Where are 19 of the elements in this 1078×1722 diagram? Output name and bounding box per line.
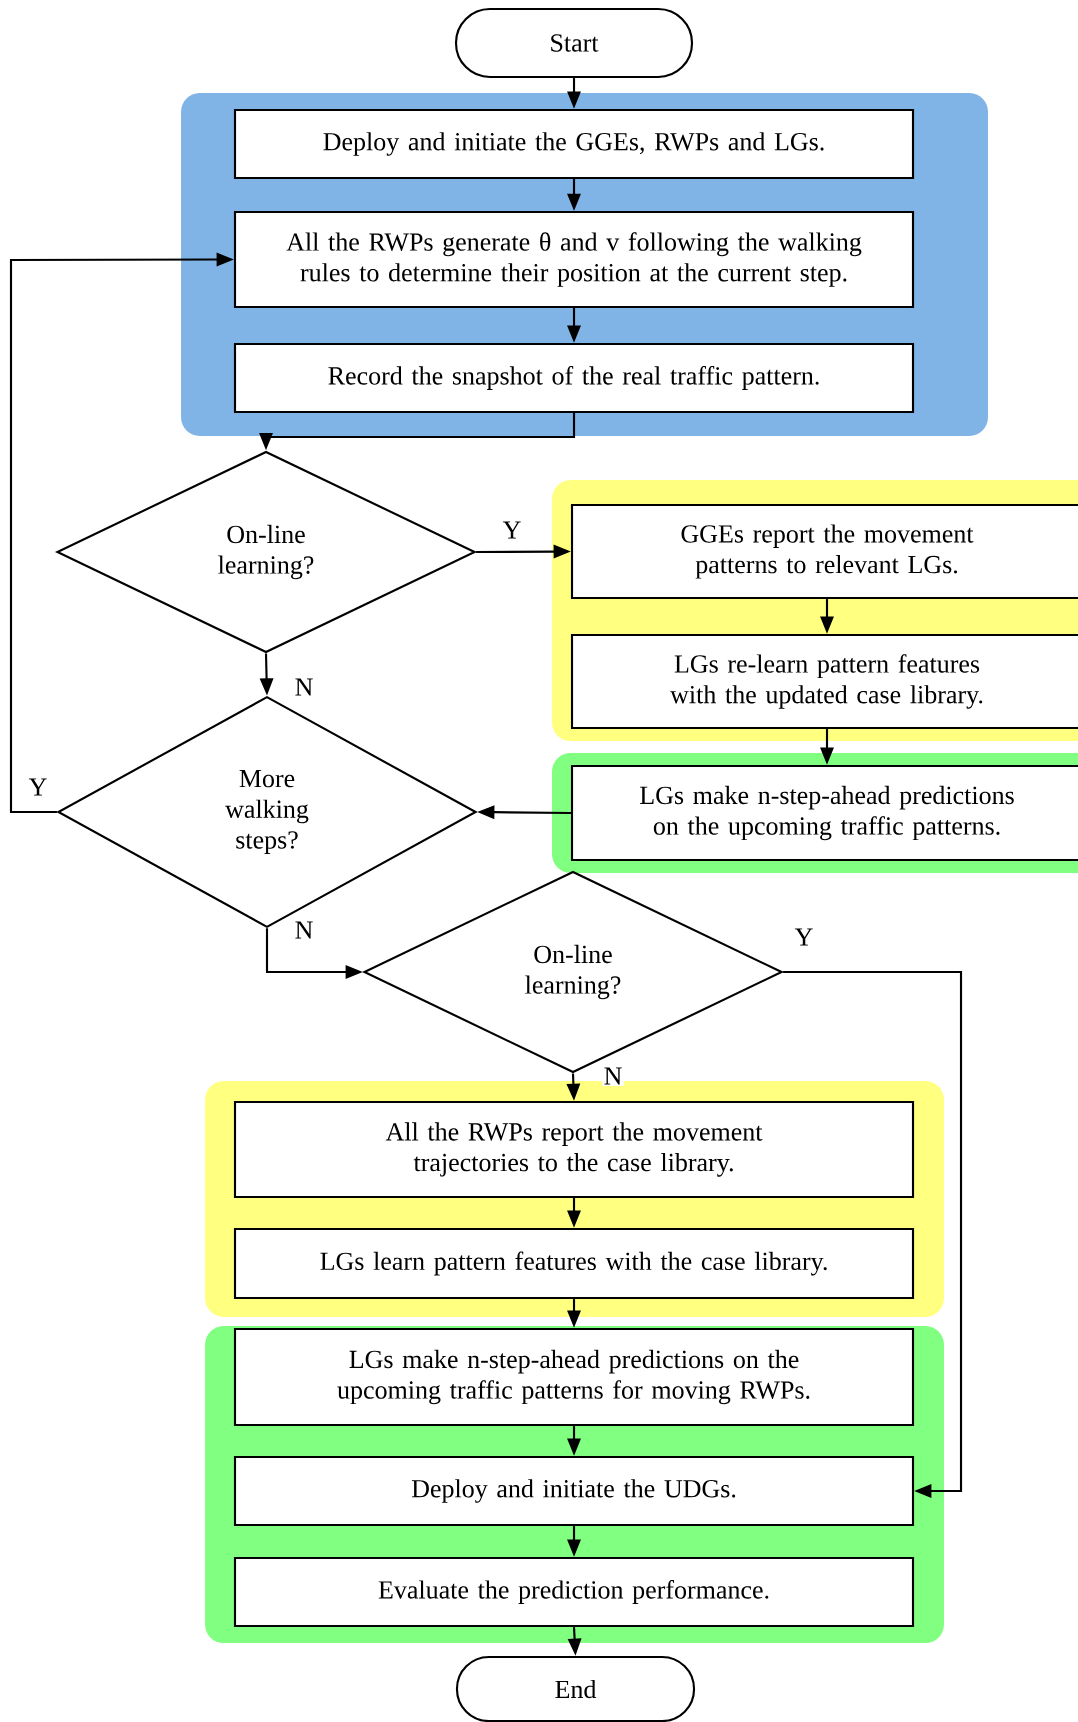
process-box: LGs make n-step-ahead predictions on the upcoming traffic patterns for moving RWPs. <box>233 1327 915 1427</box>
terminal-box: Start <box>454 7 694 79</box>
process-box: LGs learn pattern features with the case library. <box>233 1227 915 1300</box>
terminal-box: End <box>455 1655 696 1722</box>
edge-label: Y <box>27 777 49 797</box>
process-box: All the RWPs report the movement trajectories to the case library. <box>233 1100 915 1199</box>
process-box: All the RWPs generate θ and v following the walking rules to determine their position at the current step. <box>233 210 915 309</box>
process-box: Record the snapshot of the real traffic pattern. <box>233 342 915 414</box>
process-box: Deploy and initiate the GGEs, RWPs and LGs. <box>233 108 915 180</box>
process-box: LGs re-learn pattern features with the updated case library. <box>570 633 1078 730</box>
edge-label: N <box>293 677 315 697</box>
edge-label: Y <box>793 927 815 947</box>
edge-label: Y <box>501 520 523 540</box>
process-box: Deploy and initiate the UDGs. <box>233 1455 915 1527</box>
arrow <box>783 970 963 1498</box>
edge-label: N <box>602 1066 624 1086</box>
process-box: LGs make n-step-ahead predictions on the upcoming traffic patterns. <box>570 764 1078 862</box>
process-box: Evaluate the prediction performance. <box>233 1556 915 1628</box>
process-box: GGEs report the movement patterns to relevant LGs. <box>570 503 1078 600</box>
